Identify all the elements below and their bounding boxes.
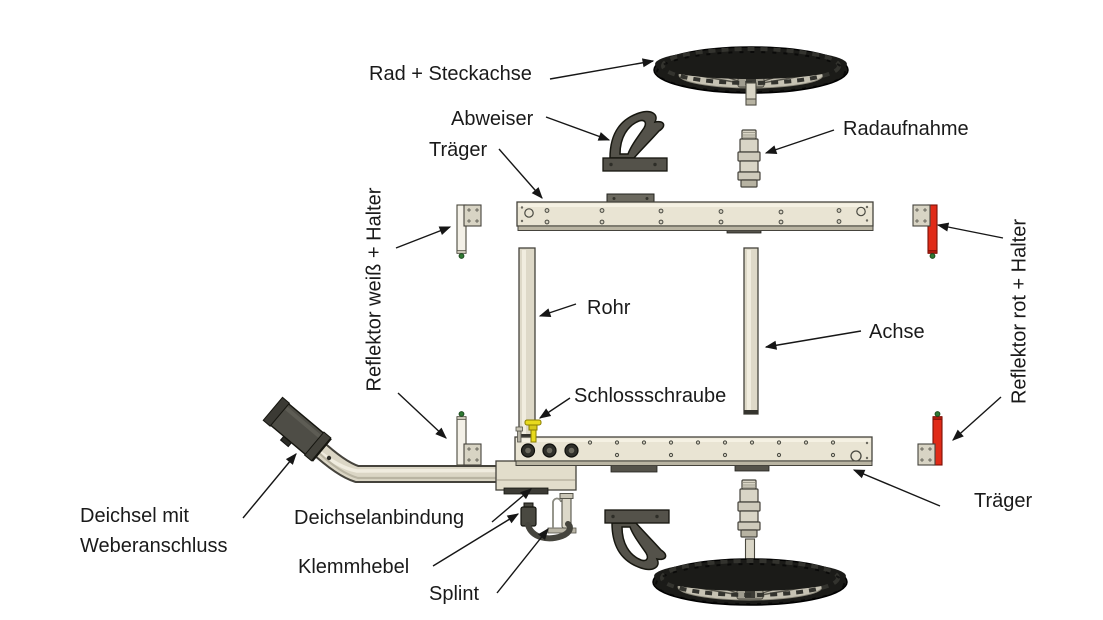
traeger-beam-bottom [514, 436, 873, 473]
deichsel-drawbar [262, 396, 501, 483]
arrow-reflektor-rot-top [936, 222, 1004, 239]
reflector-red-bottom [917, 411, 943, 466]
arrow-rohr [538, 303, 577, 318]
splint-pin [547, 493, 577, 534]
abweiser-bottom [604, 509, 670, 571]
leader-arrows [242, 58, 1004, 594]
wheel-bottom [651, 538, 849, 607]
label-deichselanbindung: Deichselanbindung [294, 507, 465, 529]
label-deichsel-line2: Weberanschluss [80, 535, 228, 557]
reflector-white-bottom [456, 411, 482, 466]
arrow-deichselanbindung [491, 488, 532, 523]
arrow-reflektor-rot-bottom [952, 396, 1002, 441]
arrow-klemmhebel [432, 513, 520, 567]
wheel-top [652, 45, 850, 106]
arrow-traeger-top [498, 148, 543, 199]
label-klemmhebel: Klemmhebel [298, 556, 410, 578]
reflector-white-top [456, 204, 482, 259]
label-achse: Achse [869, 321, 925, 343]
label-schlossschraube: Schlossschraube [574, 385, 727, 407]
traeger-beam-top [516, 193, 874, 234]
arrow-traeger-bottom [852, 469, 941, 507]
schlossschraube-bolt [524, 419, 542, 443]
radaufnahme-bottom [737, 479, 761, 538]
label-rad-steckachse: Rad + Steckachse [369, 63, 532, 85]
arrow-rad-steckachse [549, 58, 655, 80]
label-rohr: Rohr [587, 297, 631, 319]
abweiser-top [602, 110, 668, 172]
weber-coupler [262, 396, 332, 462]
label-reflektor-weiss: Reflektor weiß + Halter [363, 187, 386, 392]
reflector-red-top [912, 204, 938, 259]
small-screw [515, 426, 523, 443]
label-reflektor-rot: Reflektor rot + Halter [1008, 218, 1031, 405]
label-traeger-top: Träger [429, 139, 488, 161]
arrow-splint [496, 528, 549, 594]
label-traeger-bottom: Träger [974, 490, 1033, 512]
label-deichsel-line1: Deichsel mit [80, 505, 189, 527]
label-deichsel: Deichsel mit Weberanschluss [80, 501, 227, 561]
achse-tube [743, 247, 759, 415]
arrow-reflektor-weiss-bottom [397, 392, 447, 439]
arrow-abweiser [545, 116, 611, 141]
radaufnahme-top [737, 129, 761, 188]
arrow-schlossschraube [538, 397, 571, 419]
arrow-reflektor-weiss-top [395, 226, 452, 249]
arrow-deichsel [242, 453, 297, 519]
label-radaufnahme: Radaufnahme [843, 118, 969, 140]
label-abweiser: Abweiser [451, 108, 534, 130]
arrow-achse [764, 330, 862, 350]
arrow-radaufnahme [764, 129, 835, 154]
rohr-tube [518, 247, 536, 439]
label-splint: Splint [429, 583, 480, 605]
klemmhebel-lever [520, 502, 573, 542]
